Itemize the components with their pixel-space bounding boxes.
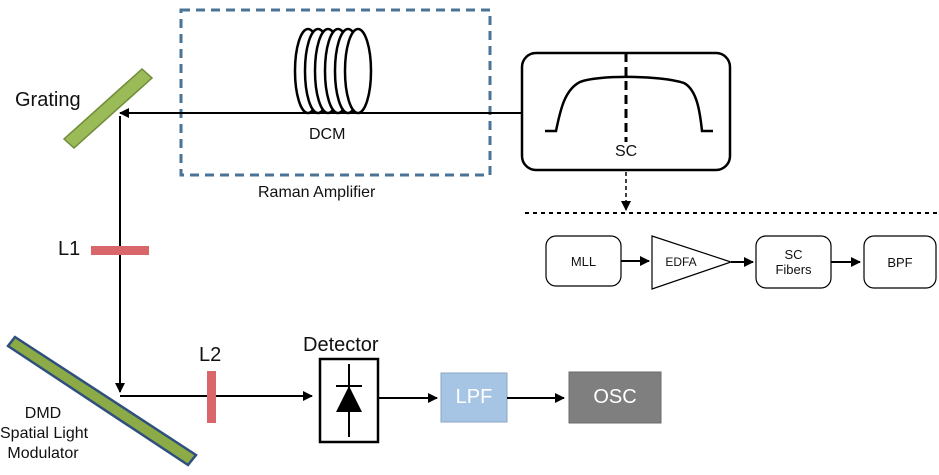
lens-l1 bbox=[91, 246, 149, 255]
dmd-label: DMD bbox=[24, 405, 62, 422]
sc-fibers-label-line2: Fibers bbox=[775, 262, 812, 277]
dmd-label-spatial: Spatial Light bbox=[0, 425, 89, 442]
sc-fibers-label: SC Fibers bbox=[756, 236, 831, 288]
osc-box bbox=[568, 371, 662, 424]
bpf-box bbox=[863, 235, 937, 289]
dmd-spatial-light-modulator bbox=[6, 335, 198, 467]
sc-label: SC bbox=[615, 143, 638, 160]
l1-label: L1 bbox=[58, 238, 81, 260]
dcm-label: DCM bbox=[309, 126, 346, 143]
bpf-label: BPF bbox=[887, 254, 913, 270]
lpf-label: LPF bbox=[455, 386, 493, 408]
mll-label: MLL bbox=[570, 253, 597, 269]
raman-amplifier-box bbox=[179, 8, 492, 177]
l2-label: L2 bbox=[199, 344, 222, 366]
photodiode-icon bbox=[336, 364, 362, 437]
raman-amplifier-label: Raman Amplifier bbox=[258, 184, 376, 201]
dmd-label-modulator: Modulator bbox=[7, 445, 79, 462]
detector-label: Detector bbox=[303, 334, 379, 356]
edfa-label: EDFA bbox=[665, 255, 697, 269]
sc-spectrum-curve bbox=[545, 75, 713, 133]
sc-fibers-label-line1: SC bbox=[784, 247, 803, 262]
edfa-amplifier bbox=[651, 235, 733, 290]
lpf-box bbox=[440, 372, 508, 423]
grating bbox=[62, 67, 154, 150]
lens-l2 bbox=[207, 371, 216, 423]
grating-label: Grating bbox=[15, 89, 81, 111]
osc-label: OSC bbox=[593, 386, 637, 408]
dcm-coil bbox=[293, 27, 373, 115]
